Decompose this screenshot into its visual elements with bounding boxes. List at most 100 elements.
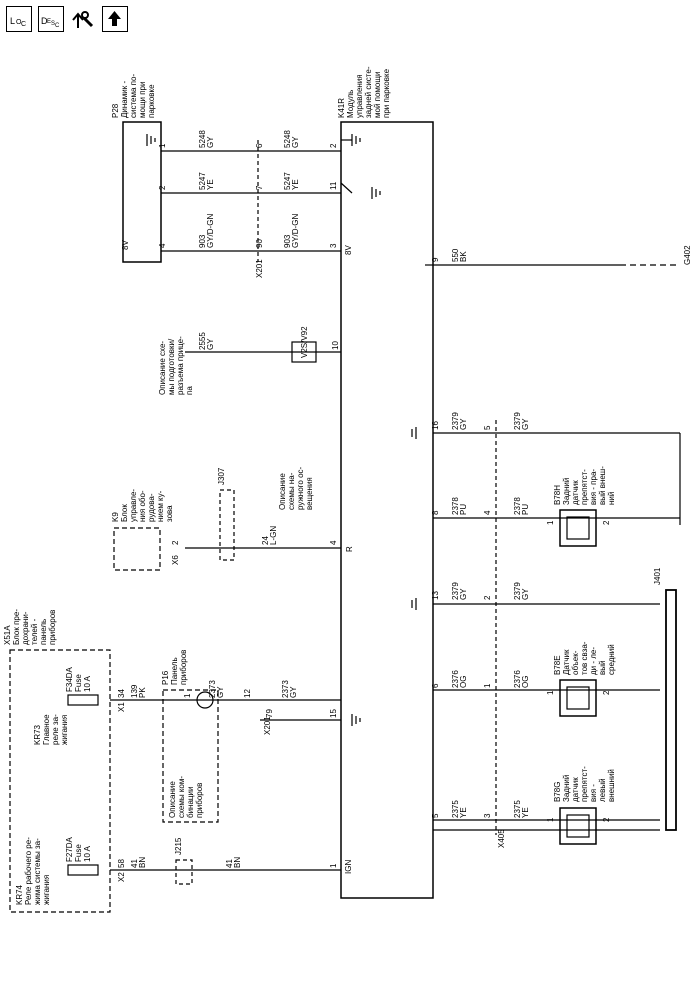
switch-pin11 <box>340 182 353 194</box>
wire-color-17: YE <box>521 807 530 818</box>
header-toolbar: L O C D E S C <box>6 6 128 32</box>
b78h-label-line-5: вый внеш- <box>598 466 607 505</box>
wire-circuit-12: 2379 <box>451 582 460 600</box>
pin-x201-1: 7 <box>255 185 264 190</box>
trailer-ref-label-line-0: Описание схе- <box>158 341 167 395</box>
pin-k41r-right-4: 13 <box>431 591 440 600</box>
b78g-sensor <box>559 807 597 845</box>
wire-color-14: OG <box>459 676 468 688</box>
pin-sensor-4: 3 <box>483 813 492 818</box>
wire-circuit-19: 2373 <box>208 680 217 698</box>
b78g-label-line-1: Задний <box>562 775 571 802</box>
x1-label: X1 <box>117 702 126 712</box>
k9-label-line-5: нием ку- <box>156 490 165 522</box>
pin-misc-0: 79 <box>265 709 274 718</box>
v2s-label: V2S/V92 <box>300 326 309 358</box>
x201-label: X201 <box>255 259 264 278</box>
wire-circuit-16: 2375 <box>451 800 460 818</box>
b78g-label-line-4: вия - <box>589 784 598 802</box>
ground-symbols <box>146 134 417 726</box>
wire-color-15: OG <box>521 676 530 688</box>
j307-ref-label-line-2: ружного ос- <box>296 466 305 510</box>
p16-label-line-2: приборов <box>179 650 188 685</box>
b78e-label-line-5: вый <box>598 661 607 675</box>
b78e-label-line-2: объек- <box>571 650 580 675</box>
k9-box <box>113 527 161 571</box>
f27da-label-line-1: Fuse <box>74 844 83 862</box>
p28-box <box>122 121 162 263</box>
trailer-ref-label-line-3: па <box>185 386 194 395</box>
wire-color-1: YE <box>206 179 215 190</box>
wire-color-13: GY <box>521 588 530 600</box>
p28-label-line-1: Динамик - <box>120 81 129 118</box>
k41r-label-line-2: управления <box>355 74 364 118</box>
wire-circuit-9: 2379 <box>513 412 522 430</box>
kr74-label-line-2: жима системы за- <box>33 838 42 905</box>
wire-color-21: PK <box>138 687 147 698</box>
k41r-label-line-3: задней систе- <box>364 66 373 118</box>
pin-k41r-right-2: 16 <box>431 421 440 430</box>
b78h-sensor <box>559 509 597 547</box>
v2s-box <box>291 341 317 363</box>
up-arrow-icon[interactable] <box>102 6 128 32</box>
p16-label-line-0: P16 <box>161 670 170 685</box>
ign-label: IGN <box>344 860 353 874</box>
j307-box <box>219 489 235 561</box>
kr73-label-line-2: реле за- <box>51 714 60 745</box>
wire-circuit-1: 5247 <box>198 172 207 190</box>
x6-label: X6 <box>171 555 180 565</box>
pin-sensor-1: 4 <box>483 510 492 515</box>
desc-icon-letter-s: S <box>51 21 56 27</box>
wire-color-7: GY <box>206 338 215 350</box>
pin-k41r-left-0: 4 <box>329 540 338 545</box>
b78g-label-line-5: левый <box>598 778 607 802</box>
x405-label: X405 <box>497 829 506 848</box>
b78h-label-line-4: вия - пра- <box>589 469 598 505</box>
x51a-label-line-0: X51A <box>3 625 12 645</box>
f34da-label-line-1: Fuse <box>74 674 83 692</box>
pin-k41r-right-3: 8 <box>431 510 440 515</box>
pin-misc-5: 1 <box>183 693 192 698</box>
p16-ref-label-line-2: бинации <box>186 787 195 818</box>
b78e-label-line-3: тов свза- <box>580 641 589 675</box>
wire-circuit-17: 2375 <box>513 800 522 818</box>
p16-ref-label-line-1: схемы ком- <box>177 776 186 818</box>
b78g-label-line-0: B78G <box>553 782 562 802</box>
desc-icon[interactable]: D E S C <box>38 6 64 32</box>
pin-k41r-right-0: 9 <box>431 257 440 262</box>
loc-icon[interactable]: L O C <box>6 6 32 32</box>
p28-label-line-4: парковке <box>147 84 156 118</box>
k9-label-line-0: K9 <box>111 512 120 522</box>
x2-label: X2 <box>117 872 126 882</box>
8v-label-k41r: 8V <box>344 245 353 255</box>
8v-label-p28: 8V <box>121 240 130 250</box>
k41r-module-box <box>340 121 434 899</box>
wire-color-18: L-GN <box>269 526 278 545</box>
pin-sensor-conn-5: 2 <box>602 817 611 822</box>
wire-color-2: GY/D-GN <box>206 214 215 248</box>
signal-tool-icon[interactable] <box>70 6 96 32</box>
pin-k41r-right-1: 10 <box>331 341 340 350</box>
wire-circuit-0: 5248 <box>198 130 207 148</box>
j307-ref-label-line-0: Описание <box>278 473 287 510</box>
wire-color-3: GY <box>291 136 300 148</box>
pin-k41r-top-0: 2 <box>329 143 338 148</box>
wire-circuit-15: 2376 <box>513 670 522 688</box>
wire-color-20: GY <box>289 686 298 698</box>
p16-indicator <box>196 691 214 709</box>
b78e-sensor <box>559 679 597 717</box>
b78e-label-line-0: B78E <box>553 655 562 675</box>
j307-ref-label-line-3: вещения <box>305 477 314 510</box>
x51a-label-line-4: панель <box>39 619 48 645</box>
pin-misc-2: 2 <box>171 540 180 545</box>
r-label: R <box>345 546 354 552</box>
pin-k41r-right-6: 5 <box>431 813 440 818</box>
desc-icon-letter-e: E <box>47 19 52 25</box>
pin-sensor-conn-2: 1 <box>546 690 555 695</box>
kr74-label-line-1: Реле рабочего ре- <box>24 837 33 905</box>
pin-k41r-left-1: 15 <box>329 709 338 718</box>
g402-label: G402 <box>683 245 692 265</box>
p28-label-line-0: P28 <box>111 103 120 118</box>
wire-color-10: PU <box>459 504 468 515</box>
